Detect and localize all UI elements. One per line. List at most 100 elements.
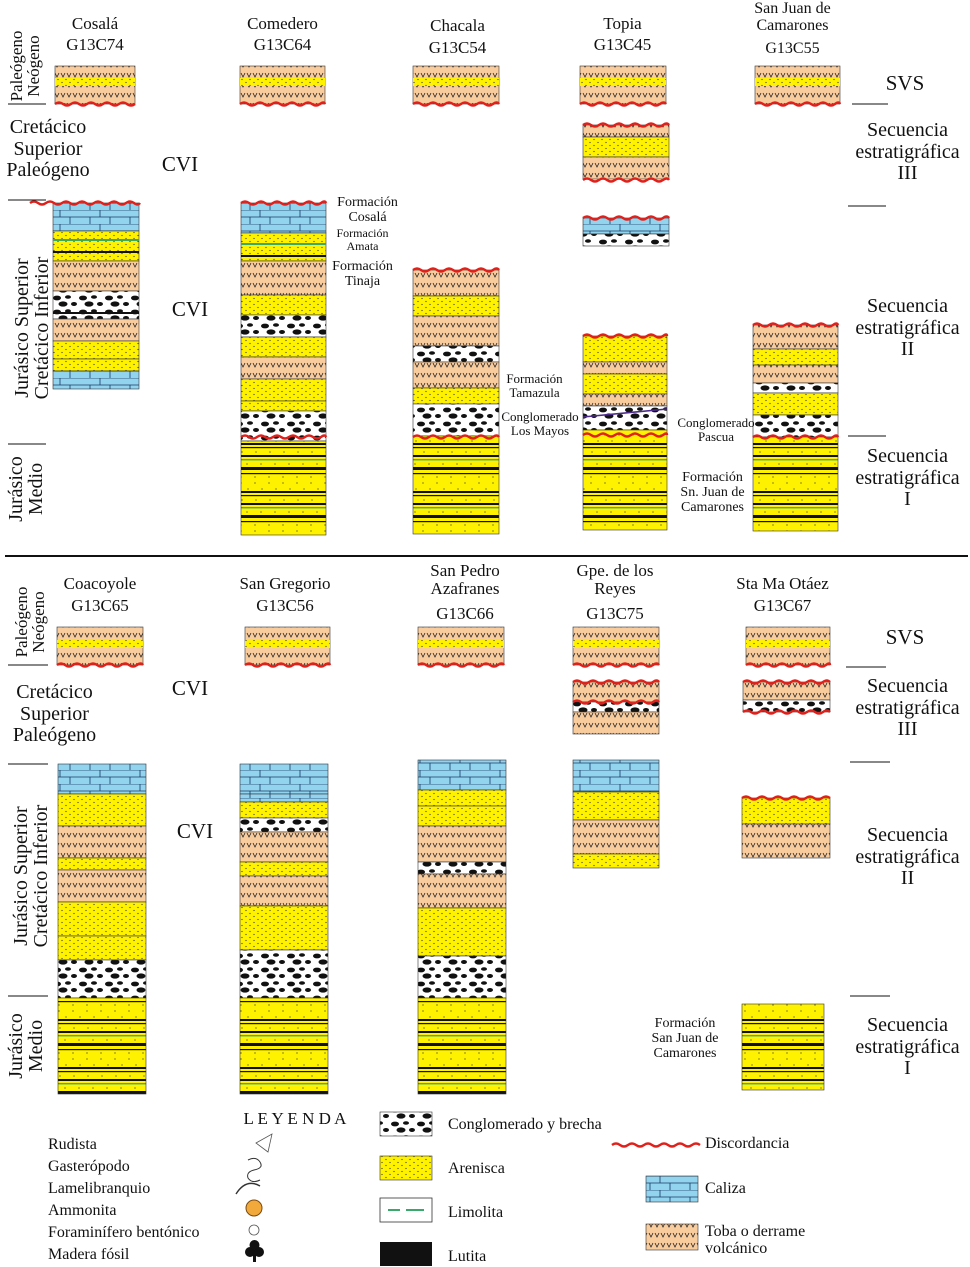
tuff-layer — [52, 260, 140, 292]
unconformity-line — [412, 101, 500, 107]
unconformity-line — [240, 200, 328, 206]
tuff-layer — [645, 1223, 699, 1251]
sandstone-layer — [57, 935, 147, 961]
unconformity-line — [582, 215, 670, 221]
legend-fossil-rudista: Rudista — [48, 1136, 97, 1153]
legend-fossil-lamelibranquio: Lamelibranquio — [48, 1180, 151, 1197]
unconformity-line — [582, 122, 670, 128]
sandstone-band — [580, 78, 666, 86]
conglomerate-layer — [417, 861, 507, 875]
rudista-icon — [255, 1133, 273, 1153]
tuff-layer — [412, 361, 500, 389]
cvi-label-lower-p2: CVI — [176, 819, 214, 843]
column-name-gpe-reyes: Gpe. de los Reyes — [576, 561, 654, 599]
formation-amata: Formación Amata — [336, 226, 389, 253]
sequence-iii-p2: Secuencia estratigráfica III — [855, 675, 960, 741]
column-code-gpe-reyes: G13C75 — [586, 604, 644, 623]
sandstone-layer — [240, 378, 327, 402]
sandstone-layer — [240, 336, 327, 358]
unconformity-line — [29, 200, 141, 206]
sequence-i-p2: Secuencia estratigráfica I — [855, 1014, 960, 1080]
limestone-layer — [645, 1175, 699, 1203]
column-name-cosala: Cosalá — [71, 14, 119, 33]
age-paleogeno-neogeno-p1: Paleógeno Neógeno — [7, 30, 43, 102]
column-name-san-pedro: San Pedro Azafranes — [430, 561, 500, 599]
sandstone-layer — [240, 294, 327, 316]
column-code-coacoyole: G13C65 — [71, 596, 129, 615]
tuff-layer — [412, 269, 500, 297]
conglomerate-layer — [752, 382, 839, 394]
tuff-layer — [57, 869, 147, 903]
conglomerate-layer — [57, 959, 147, 999]
conglomerate-layer — [240, 314, 327, 338]
age-cretacico-paleogeno-p2: Cretácico Superior Paleógeno — [12, 681, 97, 747]
column-name-coacoyole: Coacoyole — [63, 574, 137, 593]
foraminifero-icon — [248, 1224, 260, 1236]
ammonita-icon — [245, 1199, 263, 1217]
fault-line — [582, 408, 668, 418]
formation-tamazula: Formación Tamazula — [506, 371, 563, 401]
column-name-san-juan: San Juan de Camarones — [754, 0, 831, 35]
unconformity-line — [752, 322, 840, 328]
formation-tinaja: Formación Tinaja — [332, 259, 393, 290]
sandstone-band — [573, 640, 659, 648]
tuff-layer — [417, 873, 507, 909]
legend-title: L E Y E N D A — [243, 1109, 347, 1128]
tuff-layer — [412, 315, 500, 347]
conglomerate-layer — [582, 233, 670, 247]
sequence-iii-p1: Secuencia estratigráfica III — [855, 119, 960, 185]
tuff-layer — [582, 393, 668, 407]
legend-fossil-madera: Madera fósil — [48, 1246, 130, 1263]
tuff-layer — [52, 318, 140, 342]
limestone-layer — [52, 202, 140, 232]
legend-label-tuff: Toba o derrame volcánico — [705, 1223, 806, 1258]
tuff-layer — [752, 364, 839, 384]
sandstone-band — [755, 78, 840, 86]
limestone-layer — [572, 759, 660, 793]
legend-label-limestone: Caliza — [705, 1180, 746, 1197]
sandstone-layer — [752, 348, 839, 366]
column-name-comedero: Comedero — [247, 14, 318, 33]
formation-los-mayos: Conglomerado Los Mayos — [501, 409, 579, 439]
age-jurasico-cretacico-p1: Jurásico Superior Cretácico Inferior — [11, 256, 53, 400]
unconformity-line — [572, 679, 660, 685]
sandstone-layer — [239, 861, 329, 877]
sandstone-layer — [240, 400, 327, 412]
conglomerate-layer — [52, 290, 140, 320]
column-code-chacala: G13C54 — [428, 38, 487, 57]
legend-label-shale: Lutita — [448, 1248, 487, 1265]
sandstone-layer — [57, 901, 147, 937]
tuff-layer — [572, 681, 660, 703]
unconformity-line — [54, 101, 136, 107]
age-cretacico-paleogeno-p1: Cretácico Superior Paleógeno — [6, 116, 90, 182]
sandstone-layer — [572, 853, 660, 869]
unconformity-line — [742, 709, 831, 715]
sequence-svs-p2: SVS — [885, 625, 925, 649]
conglomerate-layer — [742, 699, 831, 713]
unconformity-line — [412, 267, 500, 273]
tuff-layer — [57, 825, 147, 859]
formation-san-juan-p2: Formación San Juan de Camarones — [651, 1016, 719, 1062]
column-code-topia: G13C45 — [593, 35, 652, 54]
age-jurasico-cretacico-p2: Jurásico Superior Cretácico Inferior — [10, 804, 52, 948]
column-code-san-juan: G13C55 — [765, 40, 820, 57]
legend-graphics — [235, 1111, 701, 1266]
sandstone-shale-layer — [741, 1003, 825, 1091]
sandstone-layer — [412, 387, 500, 405]
sandstone-shale-layer — [57, 997, 147, 1095]
formation-sn-juan: Formación Sn. Juan de Camarones — [680, 470, 745, 516]
age-jurasico-medio-p2: Jurásico Medio — [5, 1013, 47, 1079]
sandstone-band — [746, 640, 830, 648]
column-name-san-gregorio: San Gregorio — [239, 574, 331, 593]
conglomerate-layer — [412, 345, 500, 363]
conglomerate-layer — [239, 817, 329, 833]
unconformity-line — [240, 434, 328, 440]
gasteropodo-icon — [247, 1157, 262, 1183]
column-name-sta-ma-otaez: Sta Ma Otáez — [736, 574, 829, 593]
sandstone-layer — [57, 793, 147, 827]
sandstone-layer — [412, 295, 500, 317]
column-code-comedero: G13C64 — [253, 35, 312, 54]
tuff-layer — [741, 823, 831, 859]
sandstone-layer — [572, 791, 660, 821]
sandstone-layer — [417, 907, 507, 957]
